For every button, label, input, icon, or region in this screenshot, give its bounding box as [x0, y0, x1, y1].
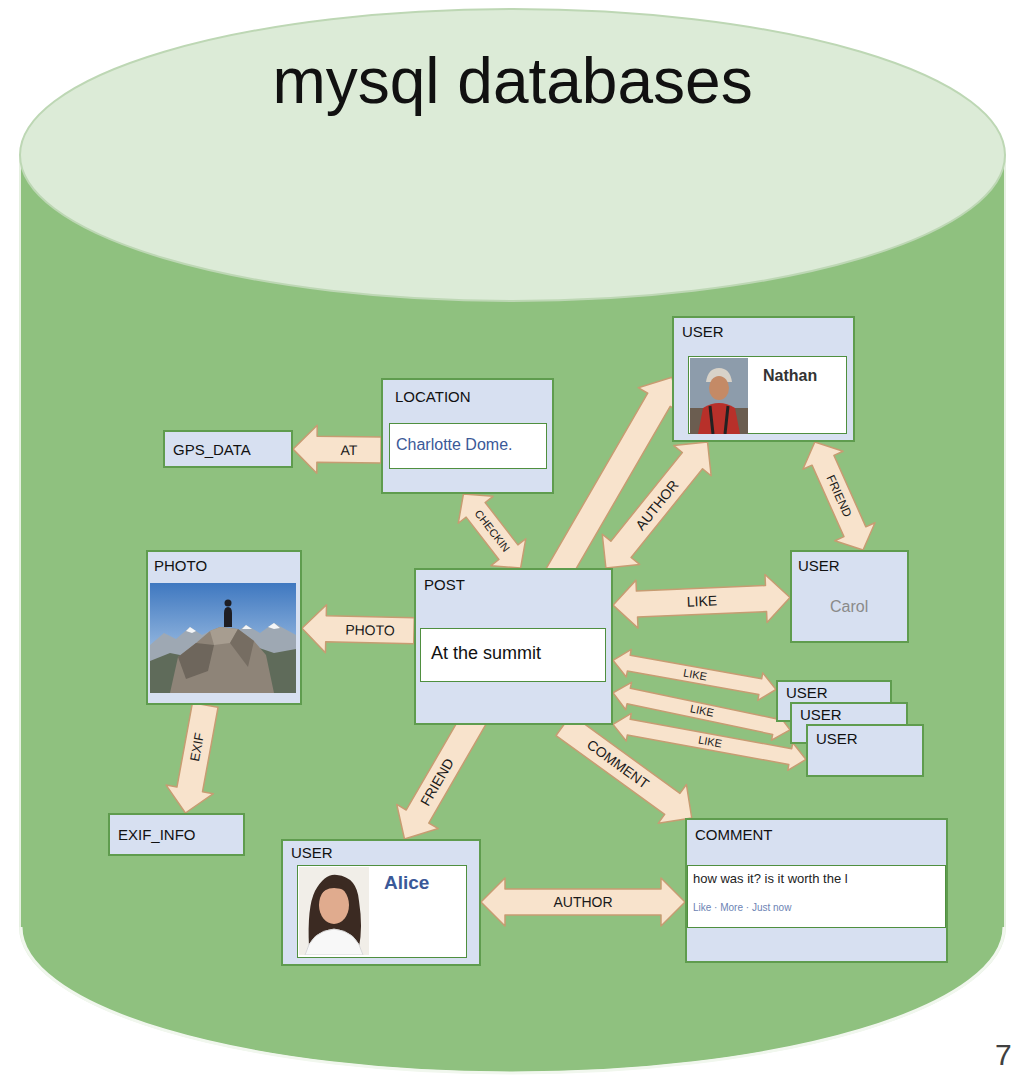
cylinder-cap	[20, 9, 1005, 301]
post-box: At the summit POST	[414, 568, 613, 725]
profile-photo	[299, 867, 369, 955]
content-panel: Alice	[297, 865, 467, 958]
relation-arrow	[302, 605, 414, 653]
entity-content: Carol	[830, 598, 868, 616]
content-panel: Charlotte Dome.	[389, 423, 547, 469]
photo-box: PHOTO	[146, 550, 302, 705]
summit-photo	[150, 583, 296, 693]
table-box: EXIF_INFO	[108, 813, 245, 856]
location-box: Charlotte Dome. LOCATION	[381, 378, 554, 494]
relation-arrow	[803, 442, 875, 550]
relation-arrow	[556, 714, 692, 823]
database-title: mysql databases	[272, 45, 752, 119]
relation-arrow	[293, 425, 381, 473]
entity-content: Alice	[384, 872, 429, 894]
user-box: Alice USER	[281, 839, 481, 966]
relation-label: AT	[340, 443, 357, 457]
entity-content: Charlotte Dome.	[396, 436, 513, 454]
relation-label: AUTHOR	[553, 895, 612, 909]
entity-name: PHOTO	[154, 557, 207, 574]
entity-name: USER	[798, 557, 840, 574]
relation-arrow	[481, 878, 685, 926]
entity-name: GPS_DATA	[173, 441, 251, 458]
content-panel: Nathan	[688, 356, 847, 434]
user-box: Nathan USER	[672, 316, 855, 442]
entity-name: POST	[424, 576, 465, 593]
relation-arrow	[458, 494, 526, 568]
entity-name: USER	[786, 684, 828, 701]
user-box: USER Carol	[790, 550, 909, 643]
entity-content: Like · More · Just now	[693, 902, 791, 914]
profile-photo	[690, 358, 748, 434]
table-box: GPS_DATA	[163, 430, 293, 468]
relation-label: PHOTO	[345, 622, 395, 637]
entity-name: LOCATION	[395, 388, 471, 405]
relation-arrow	[166, 703, 218, 813]
user-box: USER	[806, 724, 924, 777]
content-panel: how was it? is it worth the l Like · More…	[687, 865, 946, 928]
entity-name: EXIF_INFO	[118, 826, 196, 843]
entity-content: At the summit	[431, 643, 541, 664]
relation-arrow	[613, 575, 790, 629]
relation-label: LIKE	[686, 594, 717, 609]
entity-name: COMMENT	[695, 826, 773, 843]
entity-name: USER	[682, 323, 724, 340]
entity-name: USER	[291, 844, 333, 861]
entity-name: USER	[800, 706, 842, 723]
content-panel: At the summit	[420, 628, 606, 682]
comment-box: how was it? is it worth the l Like · More…	[685, 818, 948, 963]
page-number: 7	[995, 1040, 1012, 1070]
entity-name: USER	[816, 730, 858, 747]
entity-content: how was it? is it worth the l	[693, 872, 848, 887]
entity-content: Nathan	[763, 367, 817, 385]
relation-arrow	[613, 713, 806, 770]
